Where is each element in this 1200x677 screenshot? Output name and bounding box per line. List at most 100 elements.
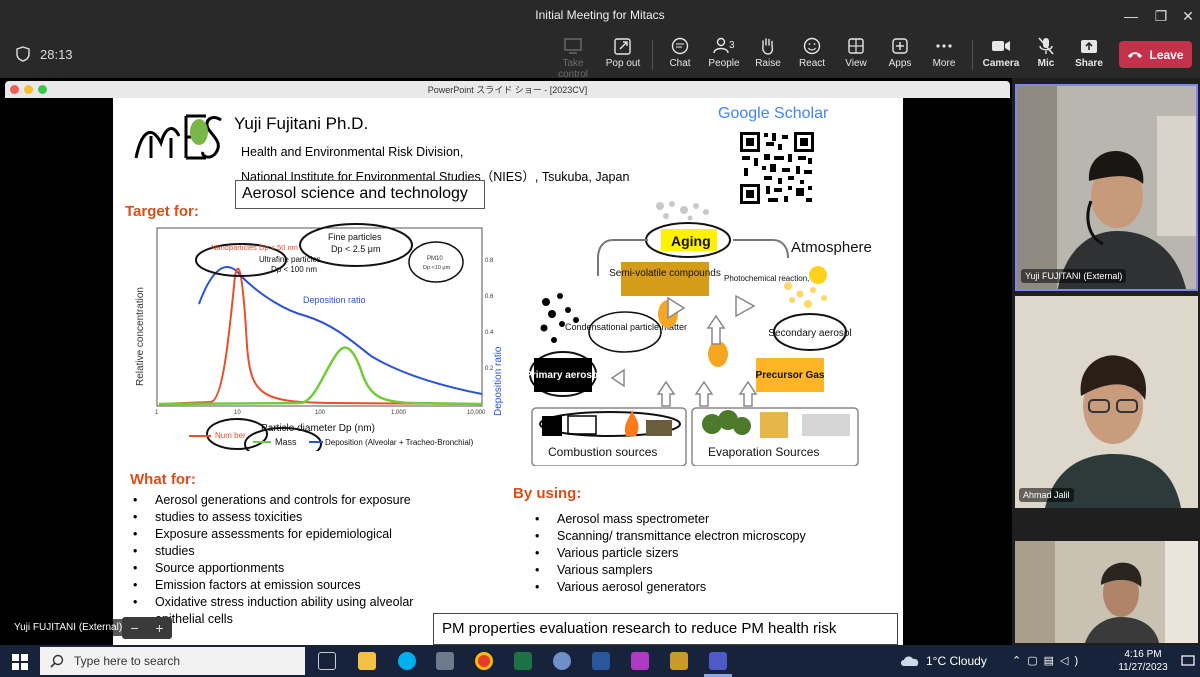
participant-tile[interactable]: Yuji FUJITANI (External) xyxy=(1015,84,1198,291)
people-label: People xyxy=(708,58,740,69)
taskbar-search-box[interactable]: Type here to search xyxy=(40,647,305,675)
system-tray[interactable]: ⌃▢▤◁) xyxy=(1012,655,1085,667)
secondary-particles-icon xyxy=(784,282,827,308)
teams-icon[interactable] xyxy=(709,652,727,670)
react-button[interactable]: React xyxy=(787,36,837,69)
by-using-list: Aerosol mass spectrometer Scanning/ tran… xyxy=(531,511,806,596)
timer-text: 28:13 xyxy=(40,46,73,62)
view-icon xyxy=(848,38,864,54)
view-button[interactable]: View xyxy=(831,36,881,69)
skype-icon[interactable] xyxy=(398,652,416,670)
taskbar-clock[interactable]: 4:16 PM 11/27/2023 xyxy=(1108,648,1178,674)
raise-hand-icon xyxy=(762,38,774,55)
camera-button[interactable]: Camera xyxy=(976,36,1026,69)
close-button[interactable]: ✕ xyxy=(1182,8,1194,24)
windows-start-icon[interactable] xyxy=(12,654,28,670)
people-icon xyxy=(713,37,729,54)
mic-button[interactable]: Mic xyxy=(1021,36,1071,69)
precursor-gas-label: Precursor Gas xyxy=(756,370,825,381)
calculator-icon[interactable] xyxy=(436,652,454,670)
chrome-icon[interactable] xyxy=(475,652,493,670)
file-explorer-icon[interactable] xyxy=(358,652,376,670)
x-tick: 10,000 xyxy=(467,410,486,416)
qr-code-icon[interactable] xyxy=(738,130,816,206)
toolbar-separator xyxy=(652,40,653,70)
view-label: View xyxy=(845,58,867,69)
ultrafine-dp: Dp < 100 nm xyxy=(271,265,317,274)
mic-label: Mic xyxy=(1037,58,1055,69)
y-axis-label: Relative concentration xyxy=(135,287,146,386)
by-using-heading: By using: xyxy=(513,485,582,502)
nies-logo-icon xyxy=(134,114,222,160)
semi-volatile-label: Semi-volatile compounds xyxy=(609,268,721,279)
combustion-sources-label: Combustion sources xyxy=(548,445,657,459)
atmosphere-label: Atmosphere xyxy=(791,239,872,256)
secondary-aerosol-label: Secondary aerosol xyxy=(768,328,851,339)
aerosol-lifecycle-diagram: Aging Atmosphere Semi-volatile compounds… xyxy=(528,201,872,466)
participant-name: Yuji FUJITANI (External) xyxy=(1021,269,1127,283)
evaporation-sources-label: Evaporation Sources xyxy=(708,445,819,459)
raise-label: Raise xyxy=(755,58,781,69)
primary-aerosol-label: Primary aerosol xyxy=(528,370,601,381)
take-control-icon xyxy=(564,38,582,54)
field-box: Aerosol science and technology xyxy=(235,180,485,209)
legend-mass: Mass xyxy=(275,437,297,447)
minimize-dot-icon[interactable] xyxy=(24,85,33,94)
dic-app-icon[interactable] xyxy=(670,652,688,670)
people-button[interactable]: 3 People xyxy=(699,36,749,69)
pop-out-button[interactable]: Pop out xyxy=(598,36,648,69)
participant-tile[interactable]: Ahmad Jalil xyxy=(1015,296,1198,508)
leave-button[interactable]: Leave xyxy=(1119,41,1192,68)
list-item: Various aerosol generators xyxy=(531,579,806,596)
zoom-out-button[interactable]: − xyxy=(130,620,139,636)
fine-particles-annotation: Fine particles xyxy=(328,232,382,242)
y2-tick: 0.2 xyxy=(485,366,494,372)
close-dot-icon[interactable] xyxy=(10,85,19,94)
grammarly-icon[interactable] xyxy=(631,652,649,670)
more-button[interactable]: More xyxy=(919,36,969,69)
notification-icon[interactable] xyxy=(1181,654,1195,668)
react-icon xyxy=(803,37,821,55)
pm10-annotation: PM10 xyxy=(427,256,443,262)
list-item: Oxidative stress induction ability using… xyxy=(129,594,413,611)
pop-out-label: Pop out xyxy=(605,58,641,69)
list-item: Exposure assessments for epidemiological xyxy=(129,526,413,543)
participant-video xyxy=(1015,541,1198,643)
y2-tick: 0.4 xyxy=(485,330,494,336)
aging-label: Aging xyxy=(671,233,711,249)
presenter-name-tag: Yuji FUJITANI (External) xyxy=(8,619,129,636)
particle-size-chart: Relative concentration Deposition ratio … xyxy=(135,223,504,451)
apps-button[interactable]: Apps xyxy=(875,36,925,69)
list-item: Scanning/ transmittance electron microsc… xyxy=(531,528,806,545)
meeting-toolbar: 28:13 Take control Pop out Chat 3 People… xyxy=(0,32,1200,80)
shared-screen: PowerPoint スライド ショー - [2023CV] Yuji Fuji… xyxy=(0,78,1012,645)
participant-tile[interactable] xyxy=(1015,541,1198,643)
share-button[interactable]: Share xyxy=(1064,36,1114,69)
maximize-button[interactable]: ❐ xyxy=(1154,8,1168,24)
powerpoint-window-bar: PowerPoint スライド ショー - [2023CV] xyxy=(5,81,1010,98)
deposition-ratio-annotation: Deposition ratio xyxy=(303,295,366,305)
task-view-icon[interactable] xyxy=(318,652,336,670)
deposition-series-line xyxy=(198,266,483,395)
active-app-indicator xyxy=(704,674,732,677)
weather-widget[interactable]: 1°C Cloudy xyxy=(900,654,987,668)
x-tick: 1 xyxy=(155,410,159,416)
paint-icon[interactable] xyxy=(553,652,571,670)
google-scholar-logo: Google Scholar xyxy=(718,105,828,123)
presenter-name: Yuji Fujitani Ph.D. xyxy=(234,114,369,133)
affiliation-line-1: Health and Environmental Risk Division, xyxy=(241,145,464,159)
participant-video xyxy=(1017,86,1196,289)
chat-button[interactable]: Chat xyxy=(655,36,705,69)
react-label: React xyxy=(798,58,826,69)
apps-icon xyxy=(892,38,908,54)
excel-icon[interactable] xyxy=(514,652,532,670)
share-icon xyxy=(1081,40,1097,53)
word-icon[interactable] xyxy=(592,652,610,670)
raise-hand-button[interactable]: Raise xyxy=(743,36,793,69)
take-control-button[interactable]: Take control xyxy=(548,36,598,80)
ultrafine-annotation: Ultrafine particles xyxy=(259,255,321,264)
zoom-in-button[interactable]: + xyxy=(155,620,164,636)
minimize-button[interactable]: — xyxy=(1124,8,1138,24)
maximize-dot-icon[interactable] xyxy=(38,85,47,94)
mass-series-line xyxy=(158,346,483,406)
